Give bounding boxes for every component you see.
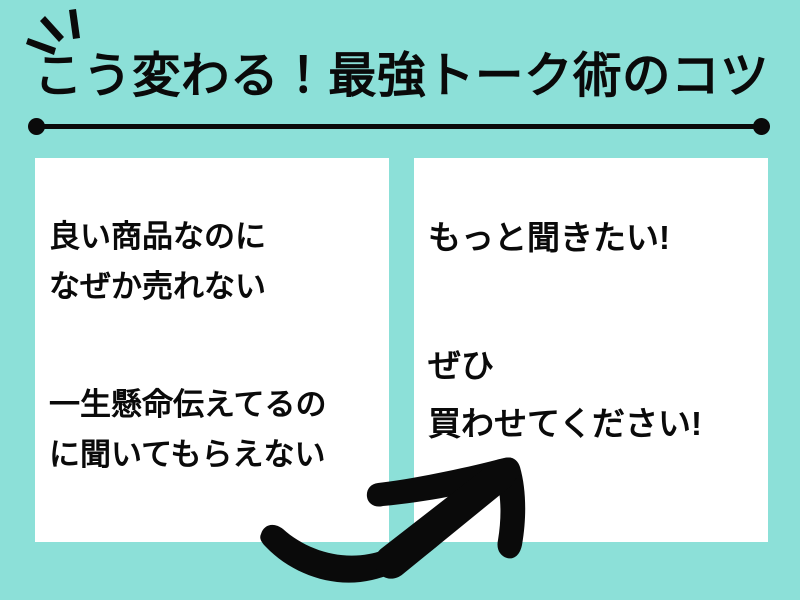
before-card-line-3: 一生懸命伝えてるの <box>49 387 327 422</box>
before-card-body: 良い商品なのに なぜか売れない 一生懸命伝えてるの に聞いてもらえない <box>35 158 389 542</box>
after-card-line-3: 買わせてください! <box>428 405 702 442</box>
before-card-line-1: 良い商品なのに <box>49 219 266 254</box>
divider-line <box>36 124 762 129</box>
before-card-line-4: に聞いてもらえない <box>49 437 326 472</box>
divider-dot-right-icon <box>753 118 770 135</box>
after-card-line-1: もっと聞きたい! <box>428 219 670 256</box>
before-card-line-2: なぜか売れない <box>49 269 266 304</box>
sparkle-lines-icon <box>26 9 80 55</box>
after-card-line-2: ぜひ <box>428 347 494 384</box>
before-card: 良い商品なのに なぜか売れない 一生懸命伝えてるの に聞いてもらえない <box>35 158 389 542</box>
page-title: こう変わる！最強トーク術のコツ <box>34 49 770 103</box>
divider <box>28 116 770 138</box>
after-card: もっと聞きたい! ぜひ 買わせてください! <box>414 158 768 542</box>
after-card-body: もっと聞きたい! ぜひ 買わせてください! <box>414 158 768 542</box>
header: こう変わる！最強トーク術のコツ <box>0 0 800 145</box>
